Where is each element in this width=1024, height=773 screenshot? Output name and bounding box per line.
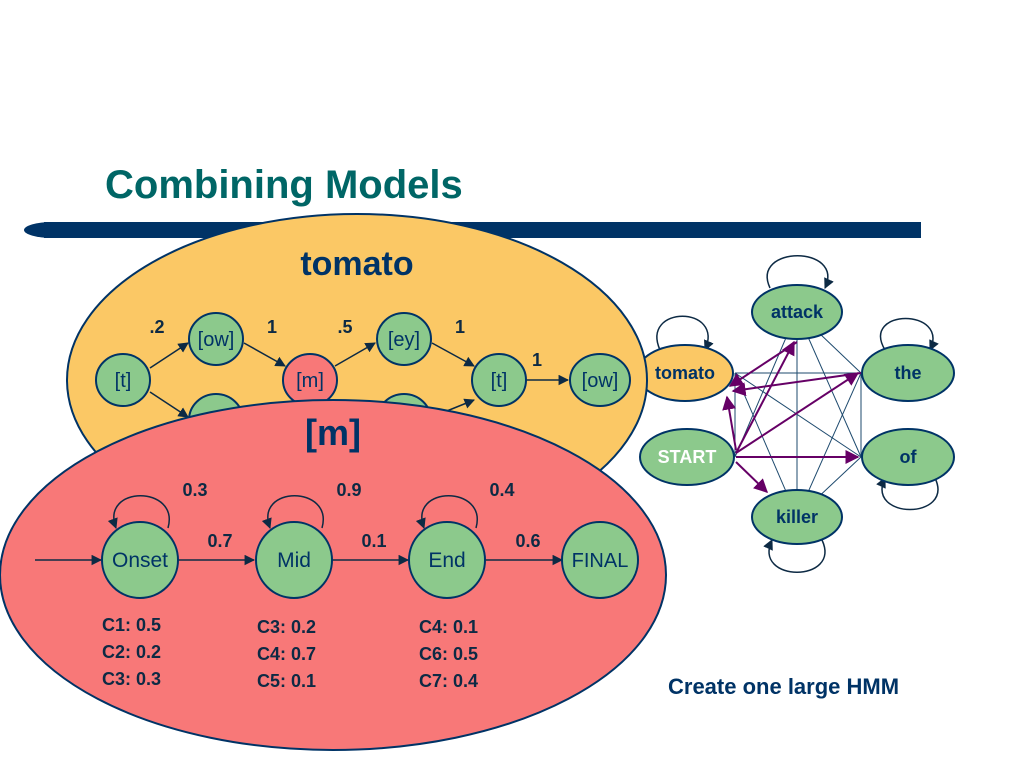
emission-item: C7: 0.4 [419,671,478,691]
emission-list-onset: C1: 0.5 C2: 0.2 C3: 0.3 [102,615,161,689]
node-start: START [639,428,735,486]
emission-item: C3: 0.2 [257,617,316,637]
svg-text:tomato: tomato [655,363,715,383]
emission-item: C5: 0.1 [257,671,316,691]
state-end: End [408,521,486,599]
state-m: [m] [282,353,338,407]
caption: Create one large HMM [668,674,899,699]
edge-label: 1 [267,317,277,337]
svg-text:FINAL: FINAL [572,550,629,572]
emission-item: C6: 0.5 [419,644,478,664]
svg-text:killer: killer [776,507,818,527]
edge-label: .5 [337,317,352,337]
svg-text:[t]: [t] [115,370,132,392]
emission-item: C1: 0.5 [102,615,161,635]
word-graph: attack the of killer START tomato [636,255,955,573]
self-loop-prob: 0.4 [489,480,514,500]
emission-list-mid: C3: 0.2 C4: 0.7 C5: 0.1 [257,617,316,691]
state-t-first: [t] [95,353,151,407]
m-oval [0,399,667,751]
svg-text:attack: attack [771,302,824,322]
transition-prob-labels: 0.7 0.1 0.6 [207,531,540,551]
state-t-second: [t] [471,353,527,407]
svg-text:Mid: Mid [277,549,311,572]
word-graph-start-arrows [722,340,862,493]
state-mid: Mid [255,521,333,599]
svg-text:of: of [900,447,918,467]
word-graph-self-loops [656,255,939,573]
emission-item: C3: 0.3 [102,669,161,689]
svg-text:[t]: [t] [491,370,508,392]
m-model: [m] Onset Mid End FINAL 0.3 0 [0,399,667,751]
emission-lists: C1: 0.5 C2: 0.2 C3: 0.3 C3: 0.2 C4: 0.7 … [102,615,478,691]
emission-item: C4: 0.7 [257,644,316,664]
tomato-label: tomato [300,245,413,283]
svg-text:Onset: Onset [112,549,168,572]
emission-item: C4: 0.1 [419,617,478,637]
node-the: the [861,344,955,402]
svg-text:[m]: [m] [296,370,324,392]
transition-prob: 0.1 [361,531,386,551]
svg-text:End: End [428,549,465,572]
transition-prob: 0.7 [207,531,232,551]
self-loop-prob: 0.9 [336,480,361,500]
state-final: FINAL [561,521,639,599]
node-tomato: tomato [636,344,734,402]
m-label: [m] [305,412,361,453]
edge-label: 1 [532,350,542,370]
state-ow-final: [ow] [569,353,631,407]
word-graph-thin-edges [734,311,862,518]
node-killer: killer [751,489,843,545]
m-edges [35,495,564,566]
edge-label: 1 [455,317,465,337]
state-ey: [ey] [376,312,432,366]
tomato-edge-labels: .2 1 .5 1 1 [149,317,542,370]
svg-text:START: START [658,447,717,467]
svg-text:[ow]: [ow] [582,370,619,392]
svg-text:[ey]: [ey] [388,329,420,351]
state-ow-first: [ow] [188,312,244,366]
state-onset: Onset [101,521,179,599]
svg-text:the: the [895,363,922,383]
node-attack: attack [751,284,843,340]
emission-item: C2: 0.2 [102,642,161,662]
emission-list-end: C4: 0.1 C6: 0.5 C7: 0.4 [419,617,478,691]
self-loop-prob-labels: 0.3 0.9 0.4 [182,480,514,500]
svg-text:[ow]: [ow] [198,329,235,351]
node-of: of [861,428,955,486]
edge-label: .2 [149,317,164,337]
self-loop-prob: 0.3 [182,480,207,500]
transition-prob: 0.6 [515,531,540,551]
page-title: Combining Models [105,163,463,207]
